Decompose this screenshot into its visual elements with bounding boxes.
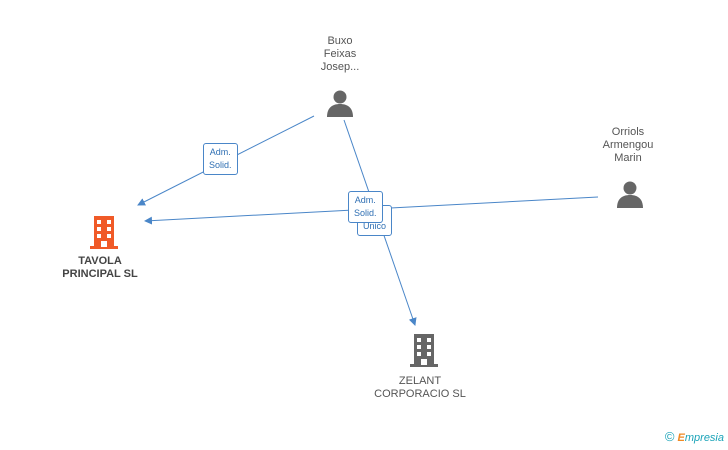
- person-label-buxo[interactable]: Buxo Feixas Josep...: [300, 35, 380, 74]
- person-icon[interactable]: [615, 179, 645, 209]
- person-name-line: Orriols: [611, 126, 645, 138]
- building-icon[interactable]: [88, 214, 120, 250]
- person-name-line: Buxo: [327, 35, 353, 47]
- edge-label-line: Unico: [363, 221, 387, 231]
- edge-label-line: Solid.: [209, 160, 232, 170]
- building-icon[interactable]: [408, 332, 440, 368]
- copyright-symbol: ©: [664, 429, 675, 444]
- person-label-orriols[interactable]: Orriols Armengou Marin: [588, 126, 668, 165]
- person-name-line: Armengou: [602, 139, 654, 151]
- company-label-zelant[interactable]: ZELANT CORPORACIO SL: [365, 375, 475, 401]
- edge-label-line: Adm.: [209, 147, 231, 157]
- person-icon[interactable]: [325, 88, 355, 118]
- company-label-tavola[interactable]: TAVOLA PRINCIPAL SL: [50, 255, 150, 281]
- person-name-line: Marin: [614, 152, 642, 164]
- edge-label-line: Adm.: [354, 195, 376, 205]
- person-name-line: Josep...: [320, 61, 360, 73]
- person-name-line: Feixas: [323, 48, 357, 60]
- edge-label-buxo-tavola: Adm. Solid.: [203, 143, 238, 175]
- brand-watermark: © Empresia: [665, 429, 724, 444]
- company-name-line: PRINCIPAL SL: [62, 268, 138, 280]
- brand-logo-letter: E: [677, 432, 685, 444]
- edge-label-orriols-tavola: Adm. Solid.: [348, 191, 383, 223]
- company-name-line: CORPORACIO SL: [374, 388, 466, 400]
- edge-label-line: Solid.: [354, 208, 377, 218]
- company-name-line: ZELANT: [398, 375, 442, 387]
- brand-name: mpresia: [684, 432, 724, 444]
- company-name-line: TAVOLA: [78, 255, 122, 267]
